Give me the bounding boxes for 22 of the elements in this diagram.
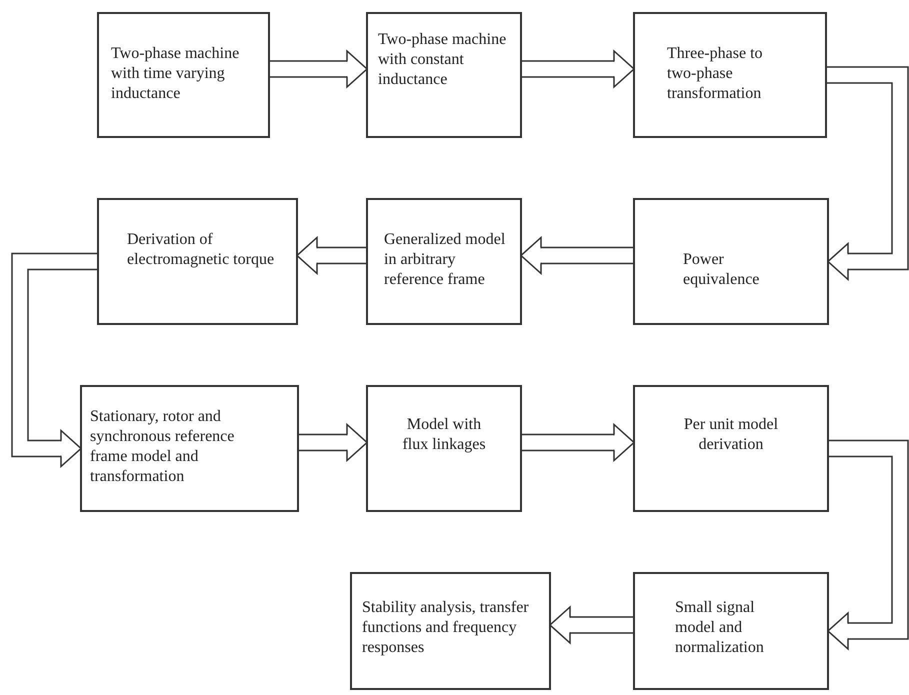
box-label: Stability analysis, transfer functions and frequency responses bbox=[362, 598, 530, 658]
box-label: Model with flux linkages bbox=[401, 415, 487, 455]
process-box bbox=[633, 385, 829, 512]
process-box bbox=[366, 198, 522, 325]
process-box bbox=[366, 385, 522, 512]
box-label: Small signal model and normalization bbox=[675, 598, 765, 658]
box-label: Generalized model in arbitrary reference frame bbox=[384, 230, 506, 290]
box-label: Two-phase machine with constant inductance bbox=[378, 30, 508, 90]
box-label: Stationary, rotor and synchronous reference frame model and transformation bbox=[90, 407, 236, 487]
process-box bbox=[350, 572, 551, 690]
box-label: Derivation of electromagnetic torque bbox=[127, 230, 276, 270]
box-label: Per unit model derivation bbox=[682, 415, 780, 455]
process-box bbox=[366, 12, 522, 138]
process-box bbox=[97, 12, 270, 138]
process-box bbox=[633, 12, 827, 138]
process-box bbox=[633, 198, 829, 325]
process-box bbox=[633, 572, 829, 690]
process-box bbox=[80, 385, 299, 512]
box-label: Two-phase machine with time varying inductance bbox=[111, 44, 240, 104]
box-label: Three-phase to two-phase transformation bbox=[667, 44, 764, 104]
process-box bbox=[97, 198, 298, 325]
box-label: Power equivalence bbox=[683, 250, 760, 290]
